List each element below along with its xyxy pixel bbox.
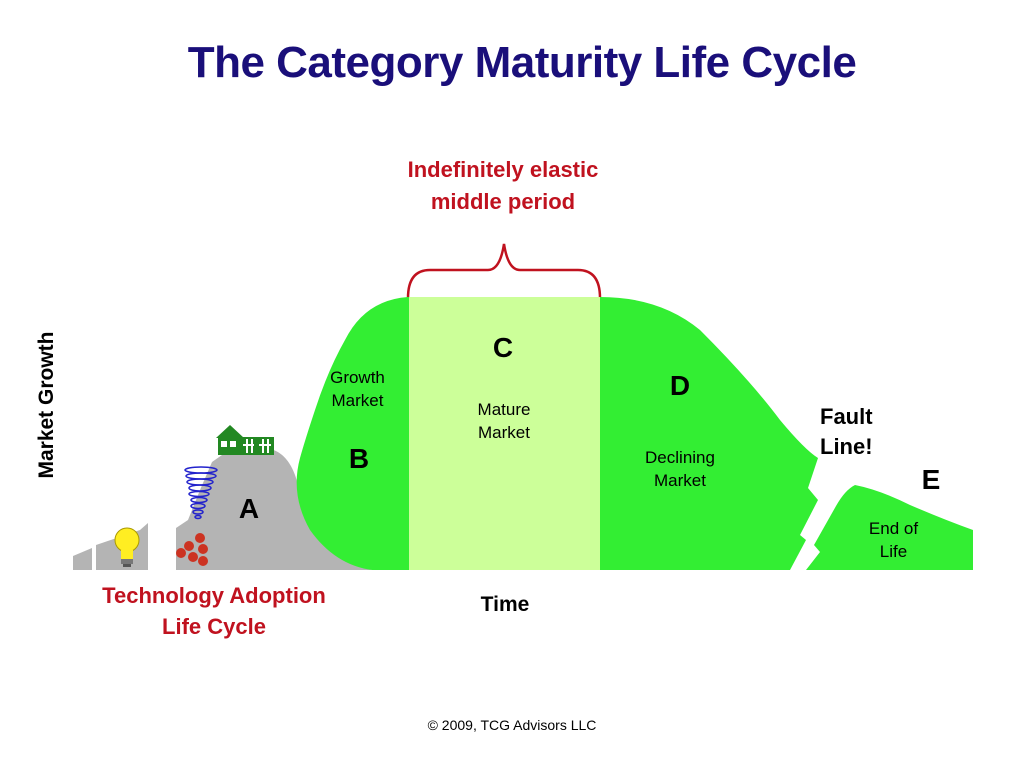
end-of-life-label: End of Life (846, 517, 941, 563)
growth-market-label-line1: Growth (330, 368, 385, 387)
adoption-curve-shape (73, 548, 92, 570)
phase-b-letter: B (348, 443, 370, 474)
fault-line-label-line2: Line! (820, 434, 873, 459)
light-bulb-icon (114, 527, 140, 567)
phase-e-letter: E (921, 464, 941, 495)
growth-market-region (296, 297, 410, 570)
growth-market-label-line2: Market (331, 391, 384, 410)
middle-period-label-line1: Indefinitely elastic (407, 157, 599, 182)
mature-market-region (409, 297, 601, 570)
tornado-icon (184, 466, 218, 520)
technology-adoption-label-line2: Life Cycle (162, 614, 266, 639)
slide-title: The Category Maturity Life Cycle (187, 38, 857, 87)
phase-a-letter: A (238, 493, 260, 524)
phase-c-letter: C (492, 332, 514, 363)
mature-market-label: Mature Market (454, 398, 554, 444)
technology-adoption-label: Technology Adoption Life Cycle (70, 580, 358, 642)
declining-market-label-line1: Declining (645, 448, 715, 467)
main-street-house-icon (216, 425, 274, 455)
x-axis-label: Time (480, 593, 530, 616)
growth-market-label: Growth Market (310, 366, 405, 412)
end-of-life-label-line1: End of (868, 519, 919, 538)
fault-line-label: Fault Line! (820, 402, 910, 462)
phase-d-letter: D (669, 370, 691, 401)
middle-period-label: Indefinitely elastic middle period (350, 154, 656, 218)
technology-adoption-label-line1: Technology Adoption (102, 583, 326, 608)
middle-period-bracket (406, 243, 602, 299)
declining-market-region (600, 297, 818, 570)
end-of-life-label-line2: Life (879, 542, 908, 561)
declining-market-label: Declining Market (620, 446, 740, 492)
copyright-notice: © 2009, TCG Advisors LLC (427, 717, 597, 733)
mature-market-label-line2: Market (478, 423, 530, 442)
middle-period-label-line2: middle period (430, 189, 576, 214)
fault-line-label-line1: Fault (820, 404, 873, 429)
mature-market-label-line1: Mature (477, 400, 531, 419)
y-axis-label: Market Growth (35, 331, 58, 479)
declining-market-label-line2: Market (654, 471, 706, 490)
bowling-pins-icon (176, 533, 208, 566)
end-of-life-region (806, 485, 973, 570)
